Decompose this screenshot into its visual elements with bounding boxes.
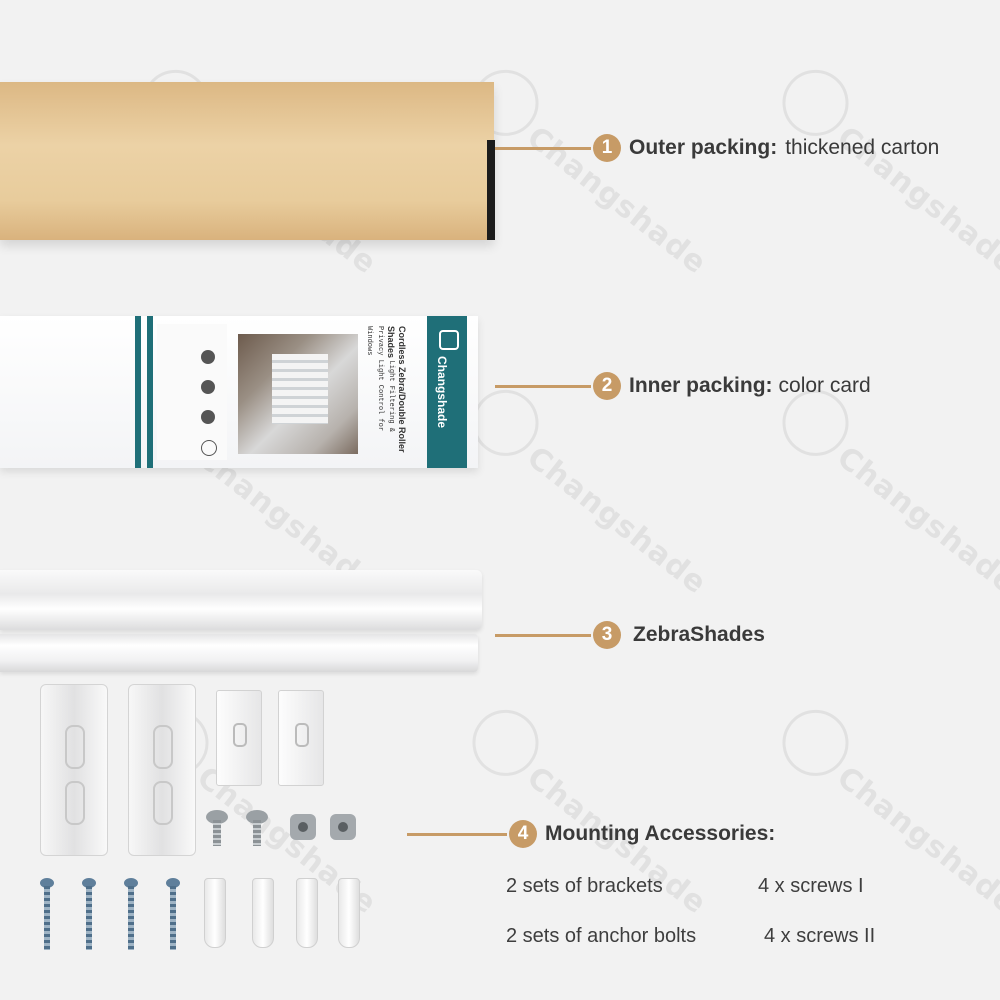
room-photo bbox=[238, 334, 358, 454]
callout-line bbox=[495, 633, 591, 637]
callout-line bbox=[495, 384, 591, 388]
anchor-bolt-icon bbox=[204, 878, 226, 948]
wood-screw-icon bbox=[124, 878, 138, 954]
callout-inner-packing: 2 Inner packing: color card bbox=[495, 372, 871, 400]
feature-icons-panel bbox=[157, 324, 227, 460]
outer-carton-image bbox=[0, 82, 494, 240]
watermark-text: Changshade bbox=[830, 439, 1000, 602]
item-desc: thickened carton bbox=[785, 136, 940, 159]
accessory-brackets: 2 sets of brackets bbox=[506, 875, 663, 897]
item-desc: color card bbox=[778, 374, 871, 397]
carton-edge bbox=[487, 140, 495, 240]
machine-screw-shaft bbox=[253, 820, 261, 846]
zebra-shade-rail bbox=[0, 570, 482, 630]
anchor-bolt-icon bbox=[296, 878, 318, 948]
watermark-text: Changshade bbox=[520, 439, 714, 602]
callout-line bbox=[495, 146, 591, 150]
clip bbox=[216, 690, 262, 786]
watermark: Changshade bbox=[721, 376, 1000, 658]
item-title: Inner packing: bbox=[629, 374, 773, 397]
box-brand-text: Changshade bbox=[435, 356, 449, 429]
item-title: ZebraShades bbox=[633, 623, 765, 646]
callout-line bbox=[407, 832, 507, 836]
hex-nut-icon bbox=[330, 814, 356, 840]
brand-logo-icon bbox=[439, 330, 459, 350]
wood-screw-icon bbox=[166, 878, 180, 954]
bracket bbox=[128, 684, 196, 856]
accessory-anchors: 2 sets of anchor bolts bbox=[506, 925, 697, 947]
cold-protection-icon bbox=[201, 410, 215, 424]
machine-screw-icon bbox=[246, 810, 268, 824]
machine-screw-icon bbox=[206, 810, 228, 824]
inner-box-print: Cordless Zebra/Double Roller Shades Ligh… bbox=[135, 316, 478, 468]
wood-screw-icon bbox=[40, 878, 54, 954]
callout-outer-packing: 1 Outer packing: thickened carton bbox=[495, 134, 939, 162]
watermark: Changshade bbox=[721, 56, 1000, 338]
box-title-text: Cordless Zebra/Double Roller Shades Ligh… bbox=[367, 326, 407, 453]
callout-zebra-shades: 3 ZebraShades bbox=[495, 621, 765, 649]
item-title: Mounting Accessories: bbox=[545, 822, 776, 845]
anchor-bolt-icon bbox=[252, 878, 274, 948]
number-badge: 4 bbox=[509, 820, 537, 848]
wood-screw-icon bbox=[82, 878, 96, 954]
bracket bbox=[40, 684, 108, 856]
box-brand-panel: Changshade bbox=[427, 316, 467, 468]
callout-mounting-accessories: 4 Mounting Accessories: bbox=[407, 820, 775, 848]
hex-nut-icon bbox=[290, 814, 316, 840]
waterproof-icon bbox=[201, 380, 215, 394]
machine-screw-shaft bbox=[213, 820, 221, 846]
anchor-bolt-icon bbox=[338, 878, 360, 948]
windproof-icon bbox=[201, 440, 217, 456]
double-layer-icon bbox=[201, 350, 215, 364]
item-title: Outer packing: bbox=[629, 136, 778, 159]
number-badge: 3 bbox=[593, 621, 621, 649]
number-badge: 1 bbox=[593, 134, 621, 162]
bottom-rail bbox=[0, 634, 478, 672]
accessory-screws-1: 4 x screws I bbox=[758, 875, 864, 897]
clip bbox=[278, 690, 324, 786]
number-badge: 2 bbox=[593, 372, 621, 400]
accessory-screws-2: 4 x screws II bbox=[764, 925, 876, 947]
